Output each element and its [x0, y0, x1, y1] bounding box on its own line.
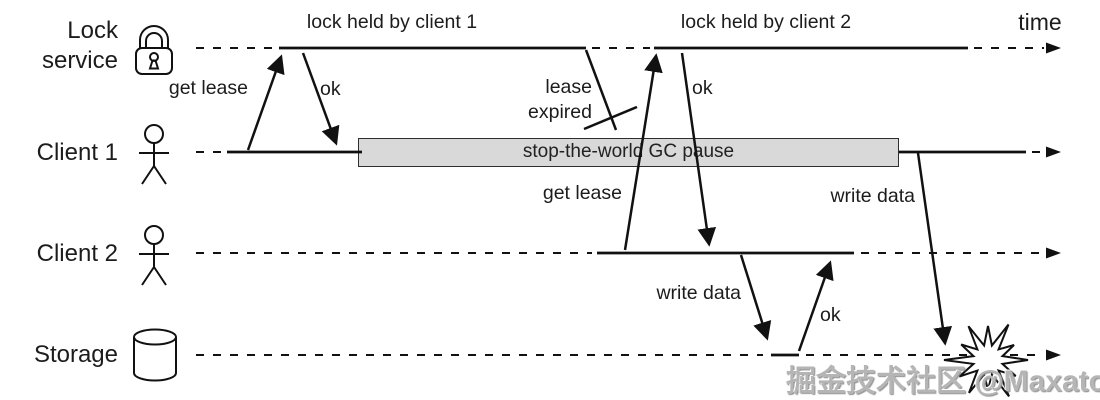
msg-ok-storage: ok	[820, 304, 841, 326]
lane-label-client2: Client 2	[36, 240, 118, 267]
msg-write-data-client1: write data	[830, 185, 915, 207]
watermark: 掘金技术社区 @Maxatom	[786, 365, 1100, 398]
lane-lock-service-timeline	[196, 42, 1061, 54]
msg-write-data-client2: write data	[656, 282, 741, 304]
person-icon-client2	[139, 225, 169, 286]
database-icon	[133, 328, 177, 382]
timeline-arrowhead	[1046, 42, 1061, 54]
timeline-arrowhead	[1046, 247, 1061, 259]
msg-lease-expired: lease expired	[528, 76, 592, 123]
ok-storage-arrow	[797, 260, 834, 352]
annotation-lock-held-client1: lock held by client 1	[306, 11, 478, 33]
write-data-client2-arrow	[739, 254, 772, 341]
gc-pause-label: stop-the-world GC pause	[522, 141, 735, 162]
msg-ok-client1: ok	[320, 78, 341, 100]
time-axis-label: time	[1018, 9, 1062, 35]
lane-storage-timeline	[196, 349, 1061, 361]
timeline-arrowhead	[1046, 349, 1061, 361]
lane-label-lock-service: Lock service	[41, 17, 118, 74]
explosion-icon	[943, 323, 1029, 398]
ok-client2-arrow	[680, 52, 717, 247]
lane-label-client1: Client 1	[36, 139, 118, 166]
msg-get-lease-client2: get lease	[542, 182, 622, 204]
timeline-arrowhead	[1046, 146, 1061, 158]
write-data-client1-arrow	[916, 152, 953, 346]
lane-client2-timeline	[196, 247, 1061, 259]
gc-pause-box: stop-the-world GC pause	[358, 138, 899, 167]
person-icon-client1	[139, 124, 169, 185]
get-lease-client1-arrow	[246, 54, 285, 151]
lane-client1-timeline	[196, 146, 1061, 158]
msg-get-lease-client1: get lease	[168, 77, 248, 99]
get-lease-client2-arrow	[623, 53, 663, 251]
msg-ok-client2: ok	[692, 77, 713, 99]
lane-label-storage: Storage	[33, 341, 118, 368]
lease-expired-cross-icon	[583, 105, 638, 131]
message-arrows	[246, 49, 953, 352]
annotation-lock-held-client2: lock held by client 2	[680, 11, 852, 33]
ok-client1-arrow	[301, 52, 340, 146]
padlock-icon	[135, 25, 173, 75]
